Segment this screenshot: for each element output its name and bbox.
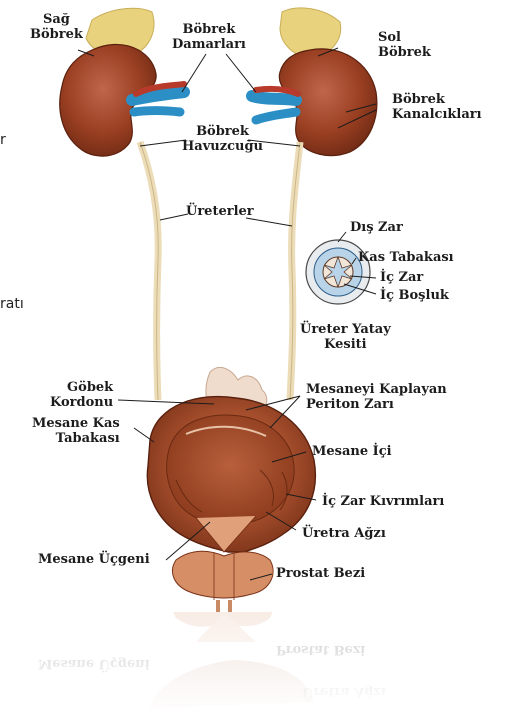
left-edge-text-fragment: r — [0, 132, 6, 148]
label-mesaneyi-kaplayan: Mesaneyi KaplayanPeriton Zarı — [306, 382, 447, 412]
right-ureter — [140, 142, 158, 400]
label-uretra-agzi: Üretra Ağzı — [302, 526, 386, 541]
label-bobrek-havuzcugu: BöbrekHavuzcuğu — [182, 124, 263, 154]
label-kas-tabakasi: Kas Tabakası — [358, 250, 454, 265]
label-mesane-ici: Mesane İçi — [312, 444, 392, 459]
mirror-reflection: Mesane Üçgeni Prostat Bezi Üretra Ağzı — [0, 612, 512, 728]
label-sag-bobrek: SağBöbrek — [30, 12, 83, 42]
label-bobrek-kanalciklari: BöbrekKanalcıkları — [392, 92, 482, 122]
bladder-inner — [167, 415, 295, 526]
label-sol-bobrek: SolBöbrek — [378, 30, 431, 60]
prostate — [172, 551, 273, 598]
label-ic-bosluk: İç Boşluk — [380, 288, 449, 303]
label-mesane-ucgeni: Mesane Üçgeni — [38, 552, 150, 567]
label-gobek-kordonu: GöbekKordonu — [50, 380, 113, 410]
label-bobrek-damarlari: BöbrekDamarları — [172, 22, 246, 52]
label-ic-zar-kivrimlari: İç Zar Kıvrımları — [322, 494, 444, 509]
label-ic-zar: İç Zar — [380, 270, 423, 285]
left-edge-text-fragment-2: ratı — [0, 296, 24, 312]
label-prostat-bezi: Prostat Bezi — [276, 566, 365, 581]
label-mesane-kas-tabakasi: Mesane KasTabakası — [32, 416, 120, 446]
reflection-fade — [0, 612, 512, 728]
label-dis-zar: Dış Zar — [350, 220, 403, 235]
label-ureter-yatay-kesiti: Üreter YatayKesiti — [300, 322, 391, 352]
label-ureterler: Üreterler — [186, 204, 254, 219]
